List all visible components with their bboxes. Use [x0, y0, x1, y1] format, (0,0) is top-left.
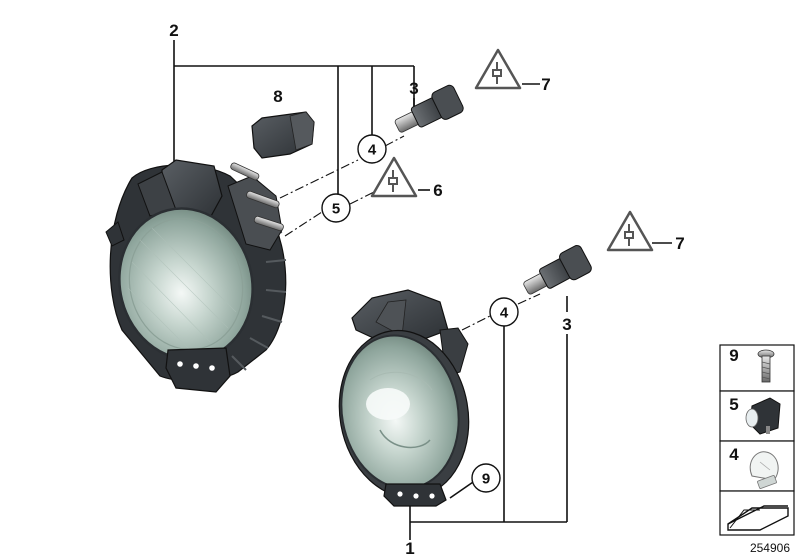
upper-fog-light-assembly [105, 159, 287, 393]
parts-legend: 9 5 4 [719, 344, 795, 536]
callout-circle-5: 5 [321, 193, 351, 223]
legend-item-screw: 9 [719, 344, 795, 392]
wedge-bulb-icon [749, 451, 779, 489]
cover-cap-part [251, 111, 315, 159]
callout-4-label: 4 [500, 305, 509, 322]
callout-circle-9: 9 [471, 463, 501, 493]
callout-2-label: 2 [169, 21, 178, 40]
legend-footer [719, 490, 795, 536]
legend-item-wedge-bulb: 4 [719, 440, 795, 492]
callout-5-label: 5 [332, 201, 340, 218]
callout-8-label: 8 [273, 87, 282, 106]
legend-number: 5 [729, 395, 738, 414]
diagram-corner-icon [727, 505, 789, 531]
warning-icon [606, 210, 654, 252]
callout-3-label: 3 [409, 79, 418, 98]
leader-lines [173, 40, 672, 540]
bulb-socket-lower [523, 245, 592, 295]
bulb-socket-upper [394, 84, 464, 133]
screw-icon [757, 349, 775, 383]
callout-circle-4-lower: 4 [489, 297, 519, 327]
lower-fog-light-assembly [338, 289, 470, 507]
callout-7-label: 7 [541, 75, 550, 94]
warning-icon [370, 156, 418, 198]
callout-6-label: 6 [433, 181, 442, 200]
legend-item-halogen-bulb: 5 [719, 390, 795, 442]
callout-circle-4-upper: 4 [357, 134, 387, 164]
warning-icon [474, 48, 522, 90]
legend-number: 9 [729, 346, 738, 365]
callout-4-label: 4 [368, 142, 377, 159]
callout-3-label: 3 [562, 315, 571, 334]
legend-number: 4 [729, 445, 739, 464]
diagram-id: 254906 [750, 541, 790, 555]
halogen-bulb-icon [745, 397, 781, 435]
callout-9-label: 9 [482, 471, 490, 488]
callout-7-label: 7 [675, 234, 684, 253]
callout-1-label: 1 [405, 539, 414, 558]
